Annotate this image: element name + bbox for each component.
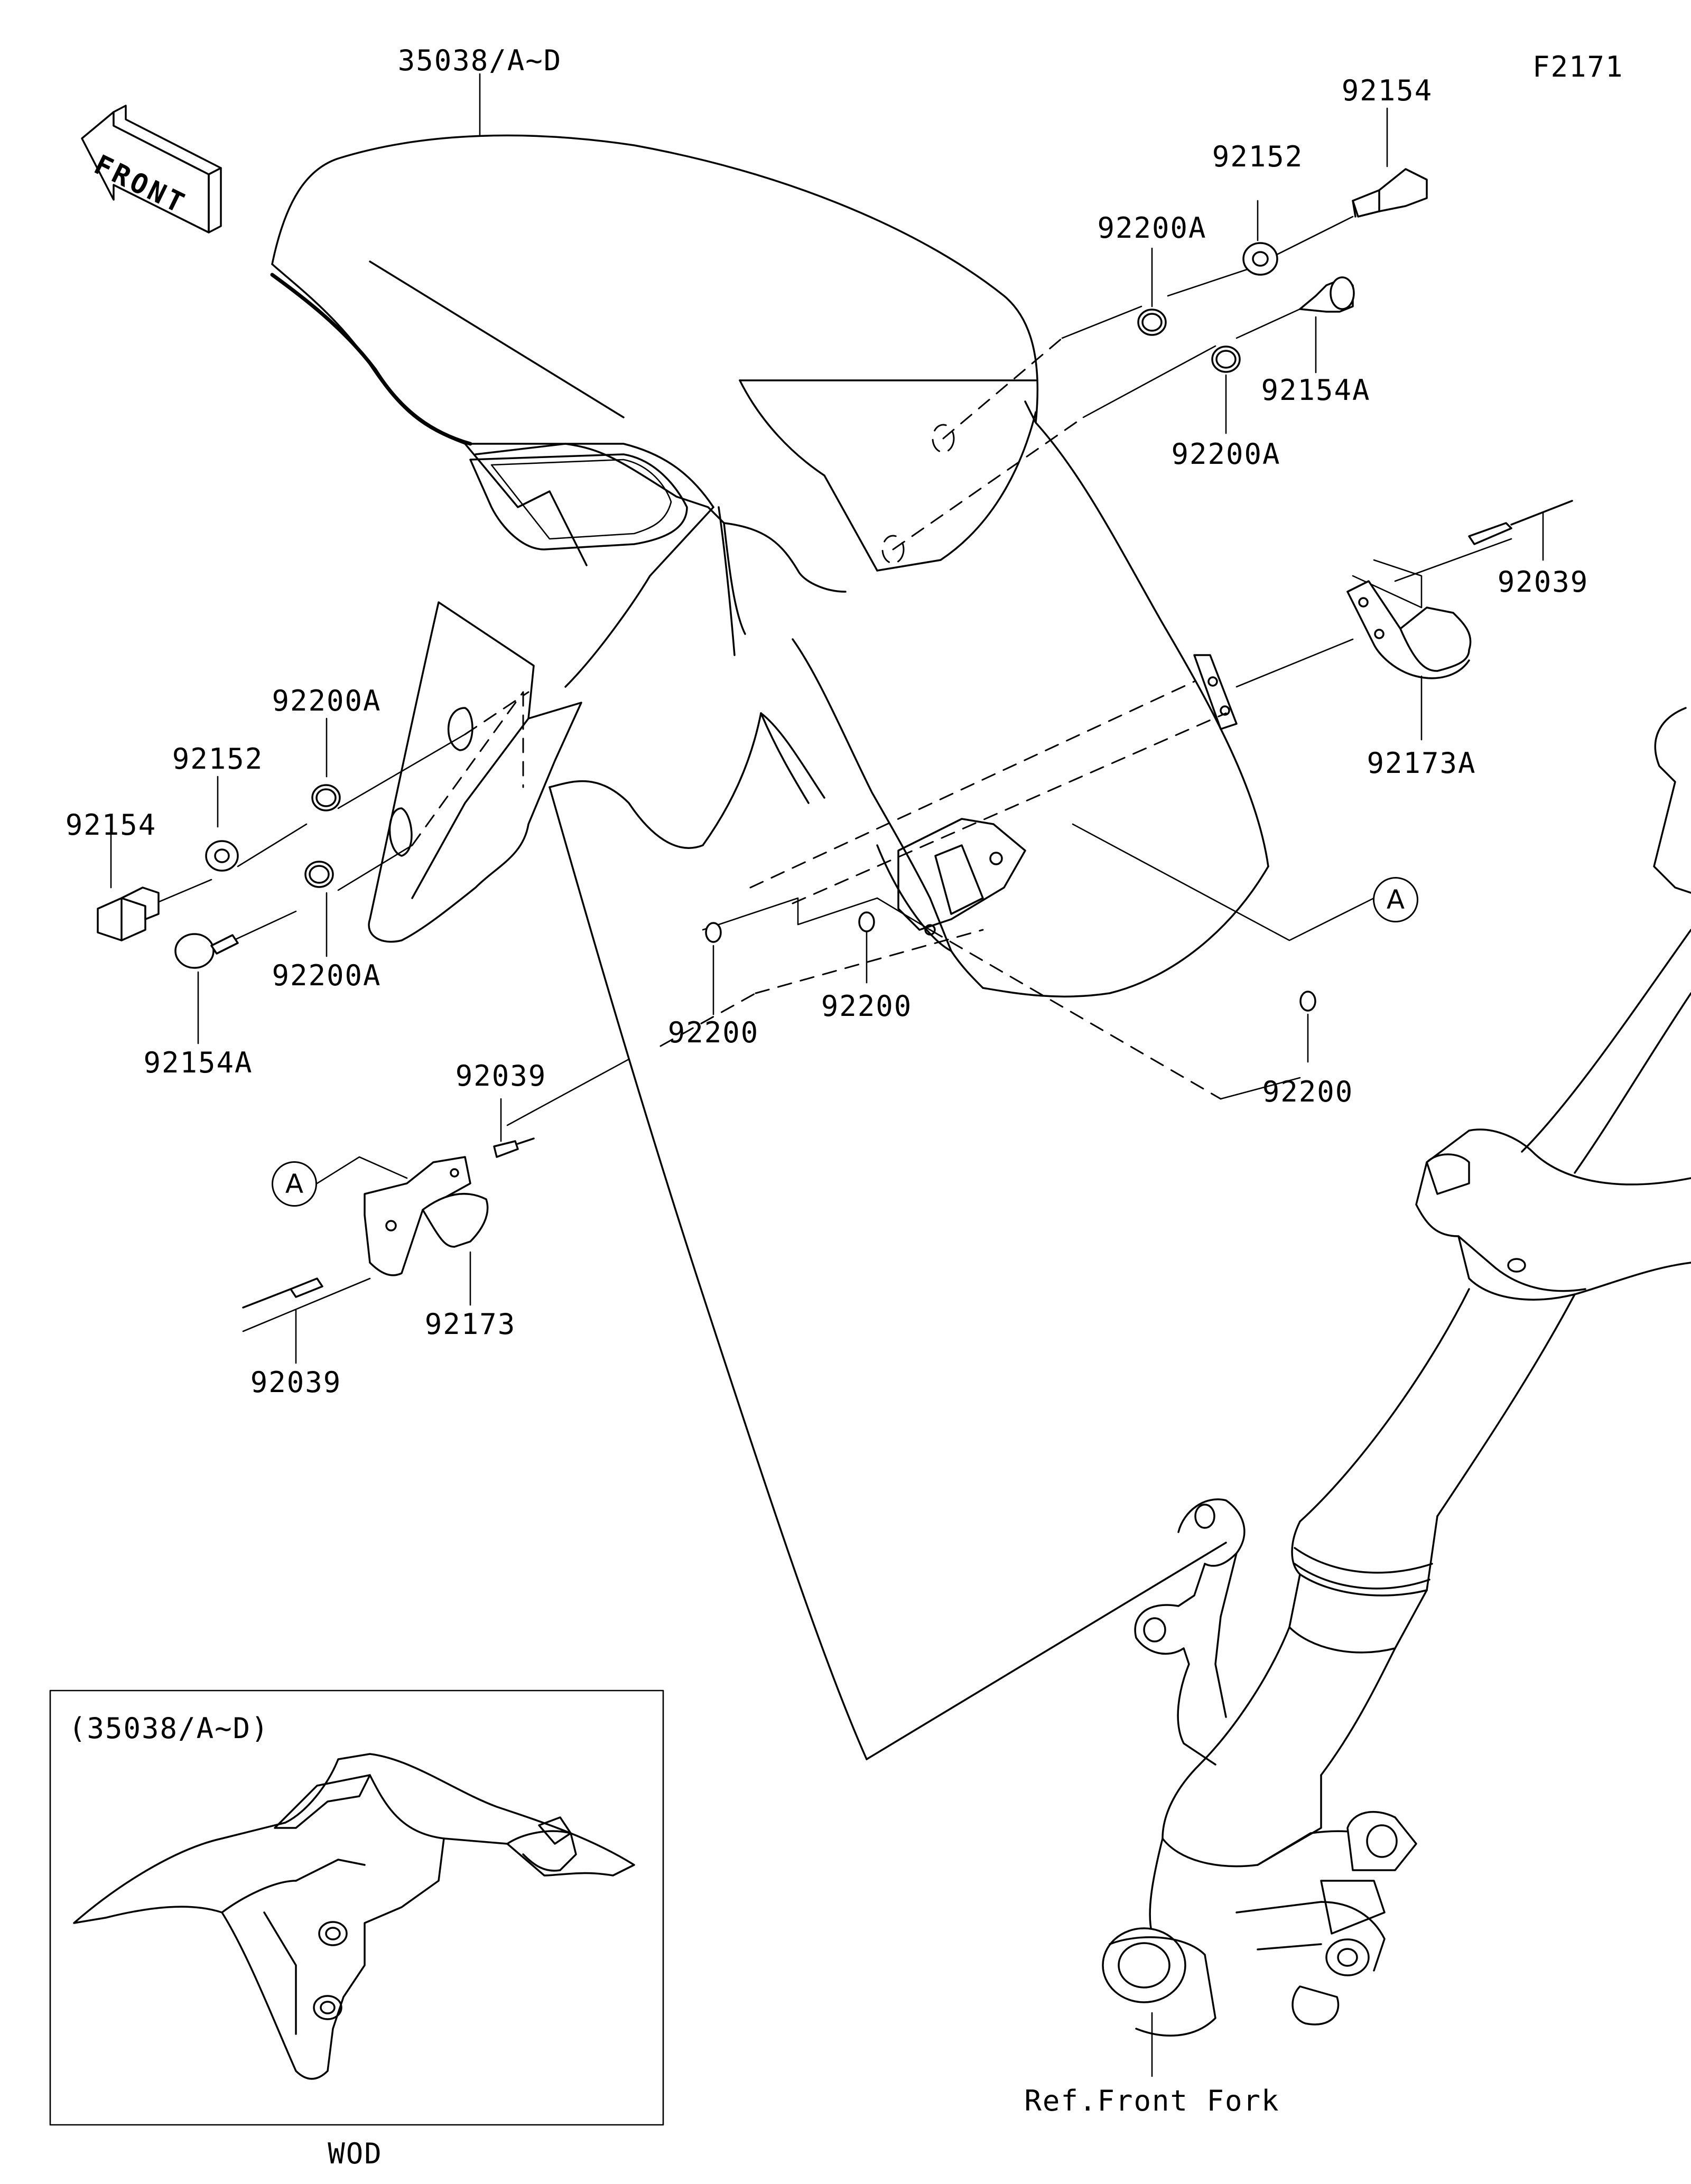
inset-box xyxy=(49,1690,664,2126)
label-pin-right: 92039 xyxy=(1497,565,1589,599)
label-clamp-right: 92173A xyxy=(1367,746,1476,780)
label-bolt-right-lower: 92154A xyxy=(1261,374,1371,407)
label-washer-left-lower: 92200A xyxy=(272,959,382,992)
inset-title: (35038/A~D) xyxy=(69,1712,270,1745)
label-grommet-1: 92200 xyxy=(667,1016,759,1049)
label-bolt-left-lower: 92154A xyxy=(143,1046,253,1079)
callout-a-right: A xyxy=(1373,877,1418,922)
label-bolt-left: 92154 xyxy=(65,808,157,842)
label-grommet-3: 92200 xyxy=(1262,1075,1354,1108)
label-washer-left-upper: 92200A xyxy=(272,684,382,717)
label-clamp-left: 92173 xyxy=(424,1308,516,1341)
label-pin-left-lower: 92039 xyxy=(250,1366,342,1399)
label-collar-right: 92152 xyxy=(1212,140,1304,173)
label-washer-right-upper: 92200A xyxy=(1097,211,1207,245)
label-fender: 35038/A~D xyxy=(397,44,562,77)
hardware-right xyxy=(1137,168,1573,679)
front-fender xyxy=(270,134,1269,1760)
label-washer-right-lower: 92200A xyxy=(1171,437,1281,471)
hardware-left xyxy=(97,784,1316,1309)
label-collar-left: 92152 xyxy=(172,742,264,776)
callout-a-left: A xyxy=(272,1161,317,1207)
front-direction-arrow xyxy=(81,105,222,234)
label-pin-left-upper: 92039 xyxy=(455,1059,547,1093)
label-bolt-right: 92154 xyxy=(1341,74,1433,107)
reference-front-fork: Ref.Front Fork xyxy=(1024,2084,1280,2117)
label-grommet-2: 92200 xyxy=(821,990,913,1023)
inset-caption: WOD xyxy=(328,2137,383,2170)
front-fork xyxy=(1102,707,1691,2037)
figure-code: F2171 xyxy=(1532,50,1624,83)
